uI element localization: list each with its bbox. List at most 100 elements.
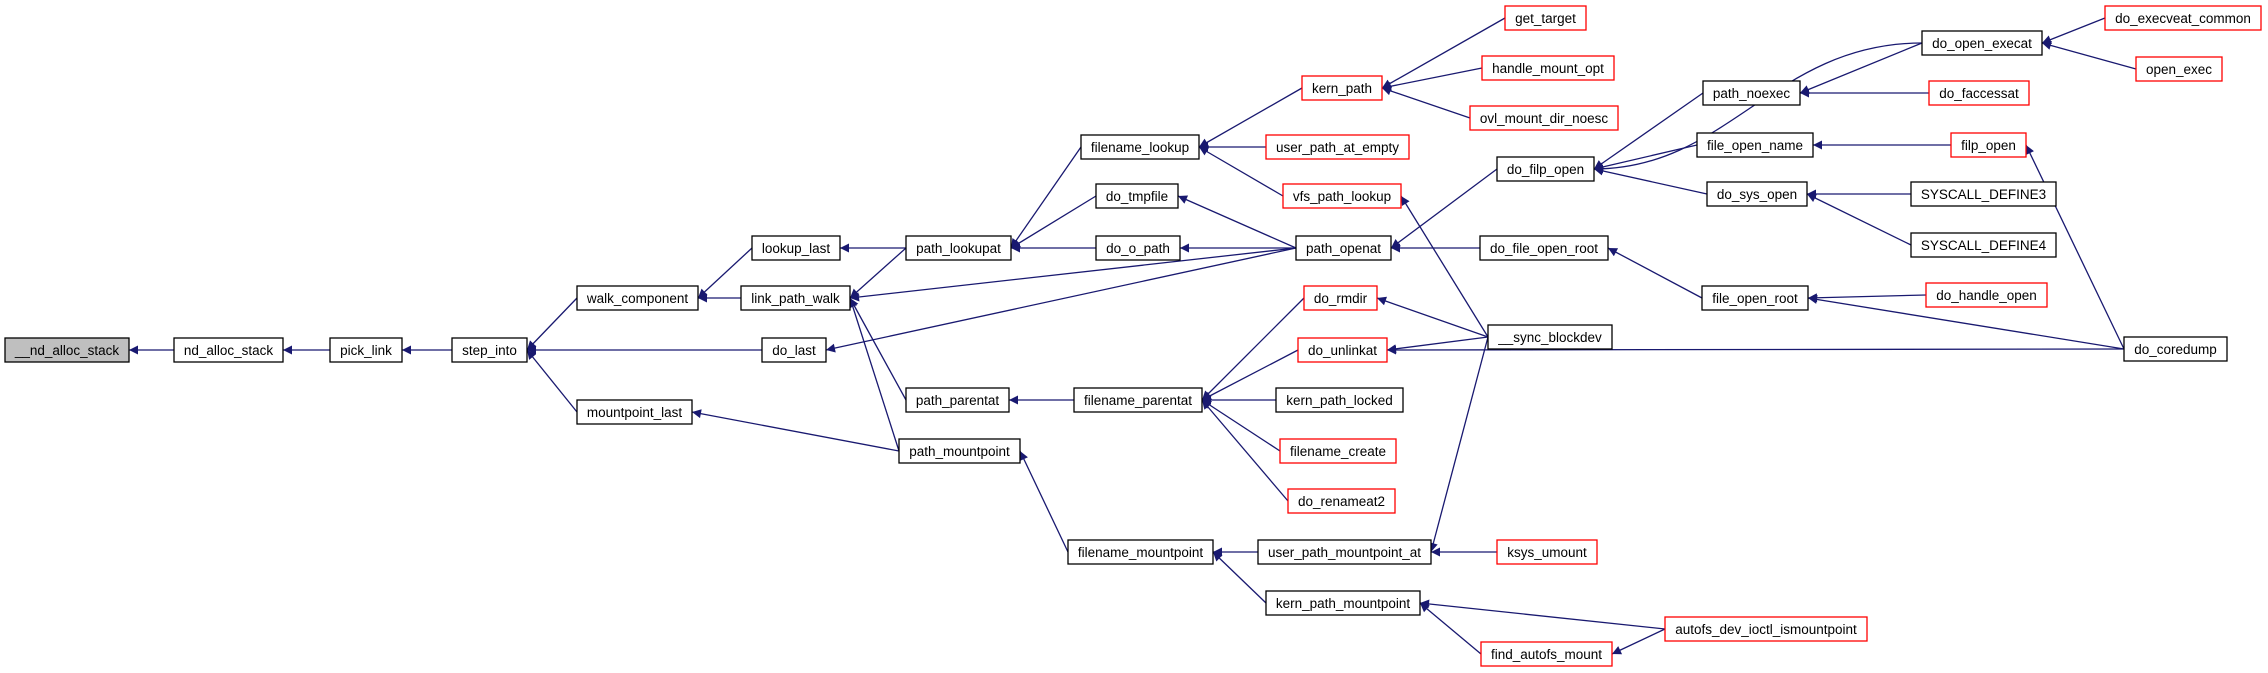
- node-do-rmdir[interactable]: do_rmdir: [1303, 285, 1378, 311]
- edge: [1799, 42, 1923, 94]
- node-box: [1928, 80, 2030, 106]
- node-do-faccessat[interactable]: do_faccessat: [1928, 80, 2030, 106]
- node-box: [1480, 641, 1613, 667]
- node-do-unlinkat[interactable]: do_unlinkat: [1297, 337, 1388, 363]
- node-box: [1275, 387, 1404, 413]
- node-nd-alloc-stack[interactable]: nd_alloc_stack: [173, 337, 284, 363]
- node-vfs-path-lookup[interactable]: vfs_path_lookup: [1282, 183, 1402, 209]
- node-do-renameat2[interactable]: do_renameat2: [1287, 488, 1396, 514]
- node-do-open-execat[interactable]: do_open_execat: [1921, 30, 2043, 56]
- node-ovl-mount-dir-noesc[interactable]: ovl_mount_dir_noesc: [1469, 105, 1619, 131]
- node-box: [2104, 5, 2262, 31]
- node-do-handle-open[interactable]: do_handle_open: [1925, 282, 2048, 308]
- node-do-coredump[interactable]: do_coredump: [2123, 336, 2228, 362]
- edge: [1419, 599, 1666, 630]
- node-label: do_o_path: [1106, 241, 1170, 256]
- node-user-path-at-empty[interactable]: user_path_at_empty: [1265, 134, 1410, 160]
- node-do-filp-open[interactable]: do_filp_open: [1496, 156, 1595, 182]
- node-label: get_target: [1515, 11, 1576, 26]
- node-box: [1257, 539, 1432, 565]
- node-label: filp_open: [1961, 138, 2016, 153]
- node-box: [1469, 105, 1619, 131]
- node-nd-alloc-stack-root[interactable]: __nd_alloc_stack: [4, 337, 130, 363]
- node-label: do_file_open_root: [1490, 241, 1598, 256]
- edge-filename-lookup-to-path-lookupat: [1010, 146, 1082, 249]
- node-label: path_openat: [1306, 241, 1381, 256]
- edge: [849, 247, 1297, 302]
- edge: [1010, 146, 1082, 249]
- node-syscall-define3[interactable]: SYSCALL_DEFINE3: [1910, 181, 2057, 207]
- node-kern-path[interactable]: kern_path: [1301, 75, 1383, 101]
- node-get-target[interactable]: get_target: [1504, 5, 1587, 31]
- node-handle-mount-opt[interactable]: handle_mount_opt: [1481, 55, 1615, 81]
- node-label: path_noexec: [1713, 86, 1791, 101]
- node-box: [740, 285, 851, 311]
- node-label: pick_link: [340, 343, 392, 358]
- edge-kern-path-mountpoint-to-filename-mountpoint: [1212, 551, 1267, 604]
- node-box: [1950, 132, 2027, 158]
- edge-path-openat-to-link-path-walk: [849, 247, 1297, 302]
- node-box: [1095, 183, 1179, 209]
- node-syscall-define4[interactable]: SYSCALL_DEFINE4: [1910, 232, 2057, 258]
- edge-do-unlinkat-to-filename-parentat: [1201, 349, 1299, 401]
- node-path-mountpoint[interactable]: path_mountpoint: [898, 438, 1021, 464]
- node-filename-create[interactable]: filename_create: [1279, 438, 1397, 464]
- edge-do-rmdir-to-filename-parentat: [1201, 297, 1305, 401]
- node-do-file-open-root[interactable]: do_file_open_root: [1479, 235, 1609, 261]
- node-step-into[interactable]: step_into: [451, 337, 528, 363]
- node-box: [1067, 539, 1214, 565]
- node-link-path-walk[interactable]: link_path_walk: [740, 285, 851, 311]
- edge-sync-blockdev-to-do-unlinkat: [1386, 336, 1489, 354]
- node-mountpoint-last[interactable]: mountpoint_last: [576, 399, 693, 425]
- node-box: [173, 337, 284, 363]
- node-filp-open[interactable]: filp_open: [1950, 132, 2027, 158]
- edge: [1593, 92, 1704, 170]
- node-filename-mountpoint[interactable]: filename_mountpoint: [1067, 539, 1214, 565]
- node-walk-component[interactable]: walk_component: [576, 285, 699, 311]
- node-path-noexec[interactable]: path_noexec: [1702, 80, 1801, 106]
- node-user-path-mountpoint-at[interactable]: user_path_mountpoint_at: [1257, 539, 1432, 565]
- node-pick-link[interactable]: pick_link: [329, 337, 403, 363]
- node-box: [1287, 488, 1396, 514]
- node-autofs-dev-ioctl-ismountpoint[interactable]: autofs_dev_ioctl_ismountpoint: [1664, 616, 1868, 642]
- node-filename-lookup[interactable]: filename_lookup: [1080, 134, 1200, 160]
- edge-path-noexec-to-do-filp-open: [1593, 92, 1704, 170]
- node-path-lookupat[interactable]: path_lookupat: [905, 235, 1012, 261]
- node-box: [1073, 387, 1203, 413]
- node-label: path_mountpoint: [909, 444, 1010, 459]
- node-file-open-name[interactable]: file_open_name: [1696, 132, 1814, 158]
- edge: [691, 409, 900, 452]
- node-box: [1925, 282, 2048, 308]
- node-filename-parentat[interactable]: filename_parentat: [1073, 387, 1203, 413]
- node-path-parentat[interactable]: path_parentat: [905, 387, 1010, 413]
- node-ksys-umount[interactable]: ksys_umount: [1496, 539, 1598, 565]
- node-do-tmpfile[interactable]: do_tmpfile: [1095, 183, 1179, 209]
- edge-ovl-mount-dir-noesc-to-kern-path: [1381, 86, 1471, 119]
- edge: [1386, 336, 1489, 354]
- edge: [1611, 628, 1666, 655]
- node-path-openat[interactable]: path_openat: [1295, 235, 1392, 261]
- node-box: [1496, 156, 1595, 182]
- node-open-exec[interactable]: open_exec: [2135, 56, 2223, 82]
- node-do-sys-open[interactable]: do_sys_open: [1706, 181, 1808, 207]
- node-sync-blockdev[interactable]: __sync_blockdev: [1487, 324, 1613, 350]
- node-box: [1095, 235, 1181, 261]
- edge-filename-mountpoint-to-path-mountpoint: [1019, 450, 1069, 553]
- edge-do-open-execat-to-path-noexec: [1799, 42, 1923, 94]
- node-kern-path-mountpoint[interactable]: kern_path_mountpoint: [1265, 590, 1421, 616]
- node-label: SYSCALL_DEFINE4: [1921, 238, 2047, 253]
- nodes-layer: __nd_alloc_stack nd_alloc_stack pick_link s…: [4, 5, 2262, 667]
- node-do-execveat-common[interactable]: do_execveat_common: [2104, 5, 2262, 31]
- node-file-open-root[interactable]: file_open_root: [1701, 285, 1809, 311]
- node-find-autofs-mount[interactable]: find_autofs_mount: [1480, 641, 1613, 667]
- edge: [1201, 399, 1281, 452]
- node-lookup-last[interactable]: lookup_last: [751, 235, 841, 261]
- node-label: SYSCALL_DEFINE3: [1921, 187, 2046, 202]
- node-box: [1297, 337, 1388, 363]
- node-do-last[interactable]: do_last: [761, 337, 827, 363]
- node-label: handle_mount_opt: [1492, 61, 1604, 76]
- edge: [1381, 17, 1506, 89]
- node-kern-path-locked[interactable]: kern_path_locked: [1275, 387, 1404, 413]
- node-box: [1496, 539, 1598, 565]
- node-do-o-path[interactable]: do_o_path: [1095, 235, 1181, 261]
